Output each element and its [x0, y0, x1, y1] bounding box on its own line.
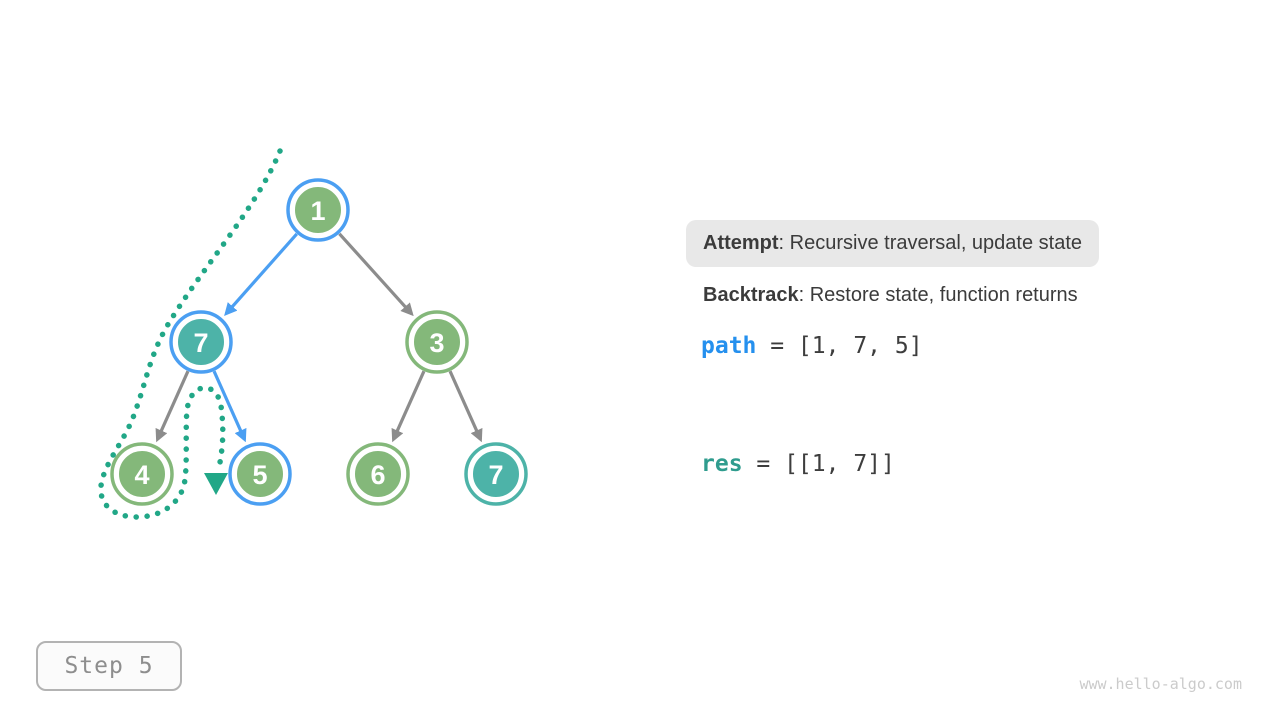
tree-node-5: 5: [228, 442, 292, 506]
node-label: 7: [193, 328, 208, 358]
tree-edge-n1-n3: [338, 232, 414, 317]
node-ring: [464, 442, 528, 506]
traversal-trace-arrowhead-icon: [204, 473, 228, 495]
backtrack-description: : Restore state, function returns: [798, 284, 1078, 306]
node-label: 3: [429, 328, 444, 358]
tree-node-1: 1: [286, 178, 350, 242]
node-ring: [405, 310, 469, 374]
tree-node-7: 7: [169, 310, 233, 374]
node-ring: [346, 442, 410, 506]
node-label: 5: [252, 460, 267, 490]
tree-edge-n3-n6: [391, 370, 426, 443]
node-label: 7: [488, 460, 503, 490]
tree-node-7: 7: [464, 442, 528, 506]
step-counter-badge[interactable]: Step 5: [36, 641, 182, 691]
node-circle: [234, 448, 286, 500]
node-ring: [286, 178, 350, 242]
path-variable-value: = [1, 7, 5]: [756, 333, 923, 359]
node-circle: [292, 184, 344, 236]
node-label: 4: [134, 460, 149, 490]
watermark-url: www.hello-algo.com: [1079, 675, 1242, 693]
node-label: 6: [370, 460, 385, 490]
attempt-description: : Recursive traversal, update state: [778, 232, 1083, 254]
node-ring: [228, 442, 292, 506]
node-ring: [169, 310, 233, 374]
node-circle: [352, 448, 404, 500]
path-variable-name: path: [701, 333, 757, 359]
path-variable-display: path = [1, 7, 5]: [701, 332, 923, 360]
tree-node-6: 6: [346, 442, 410, 506]
res-variable-name: res: [701, 451, 743, 477]
tree-edge-n1-n7l: [224, 232, 298, 316]
attempt-label: Attempt: Recursive traversal, update sta…: [686, 220, 1100, 267]
attempt-keyword: Attempt: [703, 232, 779, 254]
node-circle: [411, 316, 463, 368]
res-variable-display: res = [[1, 7]]: [701, 450, 895, 478]
tree-node-4: 4: [110, 442, 174, 506]
step-counter-label: Step 5: [64, 653, 154, 679]
tree-edge-n7l-n4: [155, 370, 190, 443]
tree-edge-n3-n7r: [448, 370, 483, 443]
tree-node-3: 3: [405, 310, 469, 374]
node-circle: [175, 316, 227, 368]
node-circle: [116, 448, 168, 500]
node-circle: [470, 448, 522, 500]
node-label: 1: [310, 196, 325, 226]
traversal-trace-path: [98, 148, 283, 520]
backtrack-keyword: Backtrack: [703, 284, 799, 306]
backtrack-label: Backtrack: Restore state, function retur…: [703, 283, 1078, 307]
res-variable-value: = [[1, 7]]: [742, 451, 895, 477]
tree-edge-n7l-n5: [212, 370, 247, 443]
node-ring: [110, 442, 174, 506]
